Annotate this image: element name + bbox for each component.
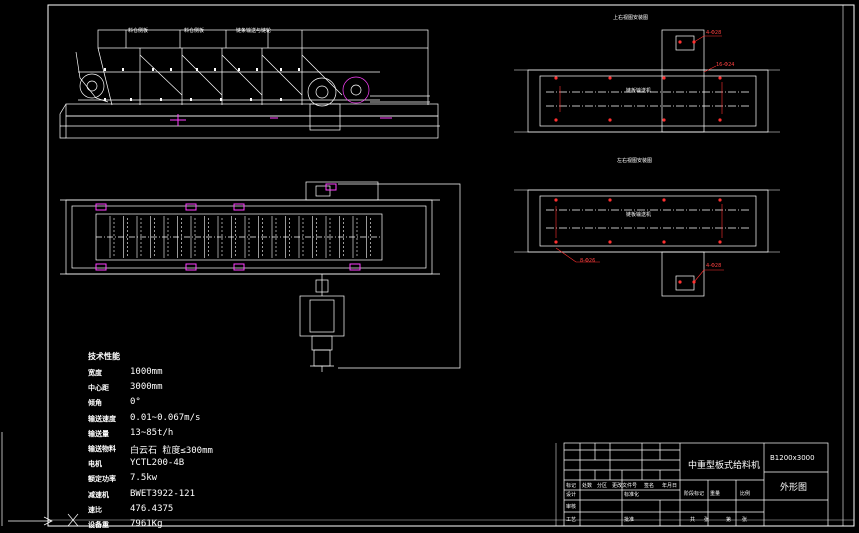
spec-row: 电机 YCTL200-4B <box>88 458 348 472</box>
foundation-view-bottom <box>514 189 780 297</box>
spec-key: 倾角 <box>88 399 102 408</box>
plan-rollers <box>95 183 361 271</box>
tb-header-cell: 更改文件号 <box>612 483 638 489</box>
spec-key: 减速机 <box>88 490 109 499</box>
spec-value: 476.4375 <box>130 503 174 514</box>
spec-row: 输送物料 白云石 粒度≤300mm <box>88 444 348 457</box>
tb-row2-cell: 设计 <box>566 492 577 498</box>
plan-view <box>60 181 461 372</box>
dim-bottom-a: 8-Φ26 <box>580 258 596 264</box>
dim-top-b: 16-Φ24 <box>716 62 735 68</box>
top-view-center-label: 链板输送机 <box>626 88 652 94</box>
spec-key: 速比 <box>88 505 102 514</box>
tb-row4-cell: 批准 <box>624 517 635 523</box>
bottom-view-title: 左右视图安装图 <box>617 158 653 164</box>
spec-value: 白云石 粒度≤300mm <box>130 446 213 456</box>
spec-key: 输送速度 <box>88 414 116 423</box>
foundation-bottom-bolts <box>554 198 722 284</box>
spec-row: 额定功率 7.5kw <box>88 473 348 487</box>
tb-bottom-right-cell: 张 <box>742 517 748 523</box>
spec-row: 宽度 1000mm <box>88 367 348 381</box>
spec-value: 1000mm <box>130 367 163 377</box>
spec-row: 中心距 3000mm <box>88 382 348 396</box>
specs-title: 技术性能 <box>88 352 120 361</box>
foundation-top-bolts <box>554 40 722 122</box>
tb-header-cell: 分区 <box>597 483 608 489</box>
tb-header-cell: 年月日 <box>662 483 678 489</box>
dim-bottom-b: 4-Φ28 <box>706 263 722 269</box>
tb-row3-cell: 审核 <box>566 504 577 510</box>
tb-bottom-right-cell: 张 <box>704 517 710 523</box>
ucs-icon <box>1 432 79 527</box>
tb-name: 中重型板式给料机 <box>688 461 761 471</box>
tb-row2-cell: 标准化 <box>624 492 640 498</box>
spec-value: 3000mm <box>130 382 163 393</box>
spec-value: 7.5kw <box>130 473 158 484</box>
spec-row: 速比 476.4375 <box>88 503 348 518</box>
bottom-view-center-label: 链板输送机 <box>626 212 652 218</box>
side-label-3: 链条输送与链轮 <box>236 28 272 34</box>
spec-row: 设备重 7961Kg <box>88 519 348 533</box>
tb-row2-right-cell: 重量 <box>710 491 721 497</box>
side-view <box>59 29 440 139</box>
spec-value: 7961Kg <box>130 519 163 529</box>
title-block-lines <box>563 442 829 527</box>
spec-value: YCTL200-4B <box>130 458 185 469</box>
tb-bottom-right-cell: 共 <box>690 517 696 523</box>
spec-row: 倾角 0° <box>88 397 348 411</box>
tb-model: B1200x3000 <box>770 454 815 462</box>
dim-top-a: 4-Φ28 <box>706 30 722 36</box>
side-label-2: 料仓侧板 <box>184 28 205 34</box>
side-label-1: 料仓侧板 <box>128 28 149 34</box>
spec-value: 0.01~0.067m/s <box>130 412 201 423</box>
spec-value: 13~85t/h <box>130 427 174 438</box>
tb-header-cell: 处数 <box>582 483 593 489</box>
tb-header-cell: 签名 <box>644 483 655 489</box>
spec-key: 额定功率 <box>88 475 116 484</box>
tb-row2-right-cell: 阶段标记 <box>684 491 705 497</box>
frame-border <box>47 4 855 527</box>
spec-row: 减速机 BWET3922-121 <box>88 488 348 503</box>
tb-bottom-right-cell: 第 <box>726 517 732 523</box>
spec-row: 输送量 13~85t/h <box>88 427 348 442</box>
tb-row4-cell: 工艺 <box>566 517 577 523</box>
tb-drawing: 外形图 <box>780 483 808 493</box>
foundation-view-top <box>514 29 780 133</box>
side-chain-links <box>104 68 300 101</box>
spec-key: 中心距 <box>88 384 109 393</box>
spec-value: BWET3922-121 <box>130 488 196 499</box>
top-view-title: 上右视图安装图 <box>613 15 649 21</box>
spec-value: 0° <box>130 397 141 408</box>
spec-key: 电机 <box>88 460 102 469</box>
plan-flights <box>109 216 371 258</box>
tb-header-cell: 标记 <box>566 483 577 489</box>
spec-key: 设备重 <box>88 521 109 529</box>
spec-key: 输送物料 <box>88 445 116 453</box>
tb-row2-right-cell: 比例 <box>740 491 751 497</box>
spec-row: 输送速度 0.01~0.067m/s <box>88 412 348 427</box>
spec-key: 输送量 <box>88 429 109 438</box>
spec-key: 宽度 <box>88 369 102 377</box>
